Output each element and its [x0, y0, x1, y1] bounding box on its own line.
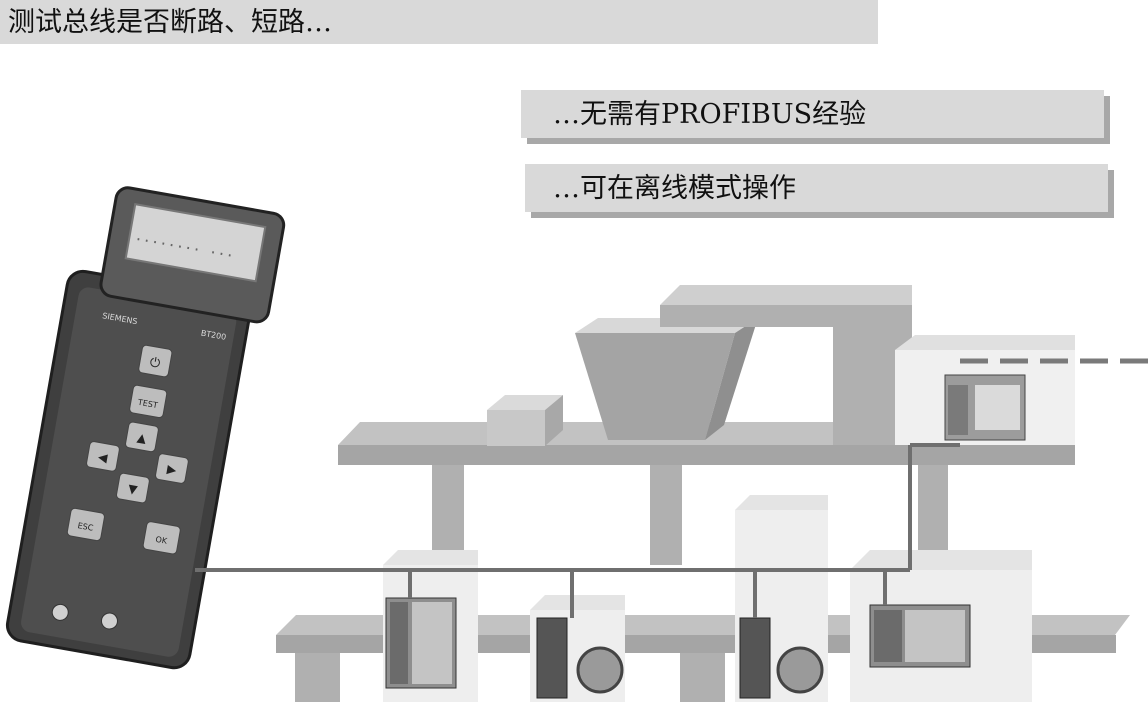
down-arrow-key[interactable]: ▼	[116, 472, 150, 504]
right-arrow-icon: ▶	[166, 462, 178, 478]
feature-banner-offline: …可在离线模式操作	[525, 164, 1108, 212]
plc-module-top	[944, 374, 1026, 441]
feature-label: …可在离线模式操作	[553, 172, 796, 204]
plc-station-1	[383, 550, 478, 702]
connector-port	[51, 603, 69, 621]
ok-key-label: OK	[155, 535, 169, 546]
up-arrow-icon: ▲	[136, 430, 148, 446]
power-key[interactable]: ⏻	[138, 344, 173, 378]
feed-box	[487, 395, 563, 446]
left-arrow-icon: ◀	[97, 450, 109, 466]
header-title: 测试总线是否断路、短路…	[8, 6, 332, 38]
test-key[interactable]: TEST	[129, 384, 168, 419]
power-icon: ⏻	[149, 355, 162, 372]
feature-label: …无需有PROFIBUS经验	[553, 98, 867, 130]
profibus-tester-device: ........ ... SIEMENS BT200 ⏻ TEST ▲ ◀ ▶ …	[5, 186, 286, 670]
feature-banner-no-experience: …无需有PROFIBUS经验	[521, 90, 1104, 138]
test-key-label: TEST	[136, 398, 158, 411]
esc-key-label: ESC	[77, 521, 94, 533]
profibus-cable	[195, 443, 960, 618]
esc-key[interactable]: ESC	[66, 507, 105, 542]
right-arrow-key[interactable]: ▶	[155, 453, 189, 484]
up-arrow-key[interactable]: ▲	[125, 421, 159, 453]
ok-key[interactable]: OK	[142, 521, 181, 555]
hopper	[575, 318, 758, 440]
connector-port	[100, 612, 118, 630]
plc-station-2	[850, 550, 1032, 702]
top-banner: 测试总线是否断路、短路…	[0, 0, 878, 44]
device-model: BT200	[200, 329, 227, 342]
device-lcd	[124, 203, 267, 283]
left-arrow-key[interactable]: ◀	[86, 441, 120, 472]
drive-station-1	[530, 595, 625, 702]
drive-station-2	[735, 495, 828, 702]
down-arrow-icon: ▼	[127, 481, 139, 497]
